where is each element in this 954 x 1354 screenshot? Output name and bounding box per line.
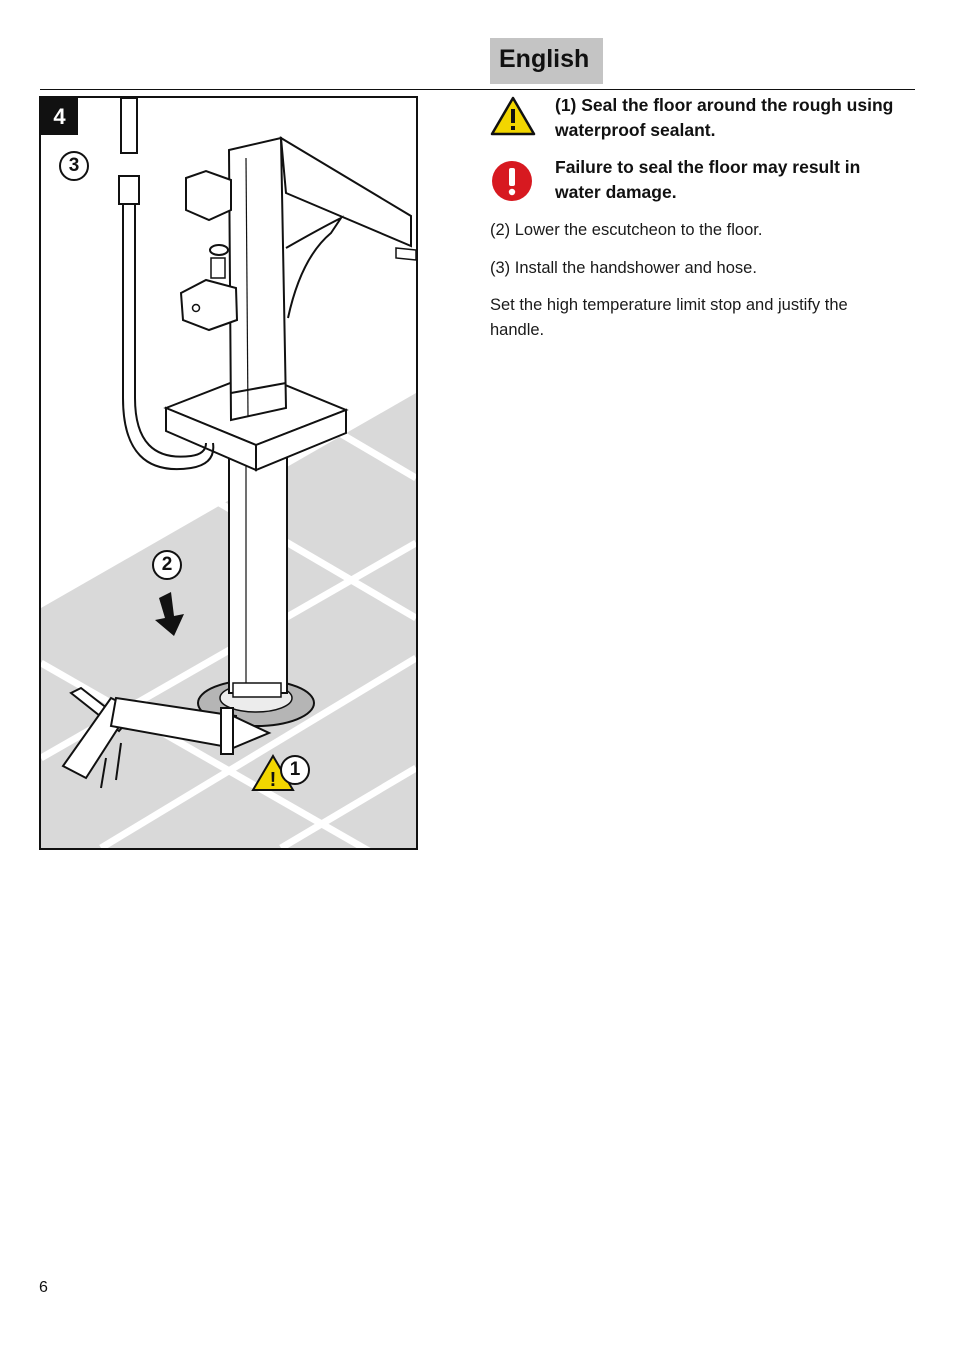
- callout-1: 1: [280, 755, 310, 785]
- danger-exclamation-icon: [492, 161, 532, 201]
- faucet-spout: [279, 136, 412, 248]
- caution-triangle-icon: [490, 96, 536, 136]
- riser-column: [228, 452, 288, 694]
- lower-arrow-icon: [155, 592, 184, 636]
- instruction-step-2: (2) Lower the escutcheon to the floor.: [490, 221, 763, 239]
- hose-connector-top: [120, 98, 138, 154]
- installation-figure: ! 4 1 2 3: [39, 96, 418, 850]
- handshower-holder: [185, 169, 232, 222]
- caulking-gun-icon: [61, 686, 272, 789]
- callout-2: 2: [152, 550, 182, 580]
- callout-3: 3: [59, 151, 89, 181]
- lever-handle: [179, 278, 239, 332]
- warning-text-seal: (1) Seal the floor around the rough usin…: [555, 95, 894, 140]
- svg-text:!: !: [270, 769, 277, 791]
- header-rule: [40, 89, 915, 90]
- step-number-badge: 4: [41, 98, 78, 135]
- language-tab: English: [490, 38, 603, 84]
- instruction-step-3: (3) Install the handshower and hose.: [490, 259, 757, 277]
- warning-text-damage: Failure to seal the floor may result in …: [555, 157, 861, 202]
- faucet-illustration: !: [41, 98, 416, 848]
- page-number: 6: [39, 1279, 48, 1296]
- handshower-hose: [122, 193, 215, 471]
- faucet-body: [227, 136, 288, 422]
- instruction-temperature: Set the high temperature limit stop and …: [490, 296, 848, 339]
